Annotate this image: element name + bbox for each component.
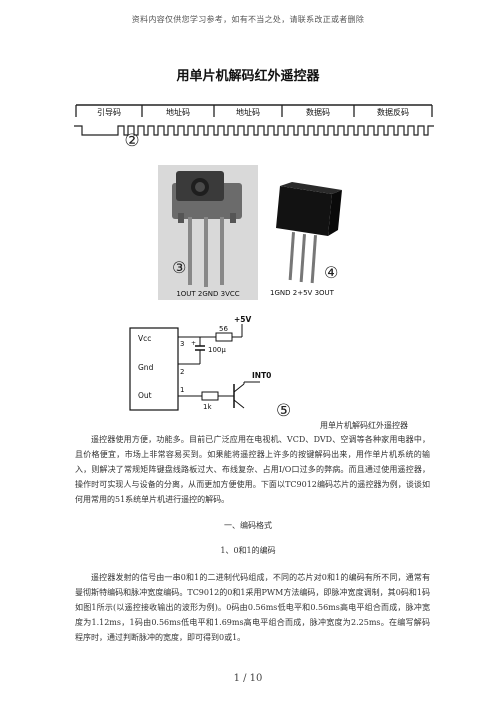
page-title: 用单片机解码红外遥控器 (176, 69, 320, 84)
waveform-diagram: 引导码 地址码 地址码 数据码 数据反码 ② (74, 104, 434, 148)
r2-label: 1k (203, 403, 212, 411)
waveform-pulse-train (74, 125, 434, 136)
waveform-label-lead: 引导码 (97, 108, 121, 117)
cap-label: 100μ (208, 346, 226, 354)
circuit-schematic: Vcc Gnd Out 3 56 +5V + 100μ 2 1 1k INT0 … (129, 315, 291, 421)
receiver-module-box (129, 327, 179, 411)
pin3-label: 3 (180, 340, 184, 348)
int-label: INT0 (252, 371, 271, 380)
r1-label: 56 (219, 325, 228, 333)
resistor-56 (215, 332, 233, 342)
photo1-marker: ③ (172, 258, 186, 277)
ir-receiver-photo-1: ③ 1OUT 2GND 3VCC (158, 165, 258, 300)
photo1-pin-text: 1OUT 2GND 3VCC (176, 290, 239, 298)
cap-plus: + (191, 340, 196, 347)
waveform-label-address1: 地址码 (166, 107, 190, 117)
supply-label: +5V (234, 315, 252, 324)
ir-receiver-photo-2: ④ 1GND 2+5V 3OUT (270, 182, 342, 297)
photo2-marker: ④ (324, 263, 338, 282)
waveform-label-data: 数据码 (306, 107, 330, 117)
waveform-label-address2: 地址码 (236, 107, 260, 117)
page-number: 1 / 10 (233, 673, 263, 684)
waveform-separators (75, 105, 433, 117)
header-note: 资料内容仅供您学习参考，如有不当之处，请联系改正或者删除 (131, 15, 365, 24)
coding-paragraph: 遥控器发射的信号由一串0和1的二进制代码组成，不同的芯片对0和1的编码有所不同，… (75, 573, 430, 642)
resistor-1k (201, 391, 219, 401)
figure-caption: 用单片机解码红外遥控器 (320, 421, 408, 430)
pin2-label: 2 (180, 368, 184, 376)
photo2-pin-text: 1GND 2+5V 3OUT (270, 289, 335, 297)
section-heading-encoding: 一、编码格式 (224, 521, 272, 530)
vcc-label: Vcc (138, 334, 151, 343)
gnd-label: Gnd (138, 363, 154, 372)
pin1-label: 1 (180, 386, 184, 394)
circuit-marker: ⑤ (276, 401, 291, 421)
waveform-label-data-inverse: 数据反码 (377, 107, 409, 117)
waveform-marker: ② (124, 131, 139, 148)
subsection-heading-01: 1、0和1的编码 (220, 546, 276, 555)
out-label: Out (138, 391, 152, 400)
intro-paragraph: 遥控器使用方便，功能多。目前已广泛应用在电视机、VCD、DVD、空调等各种家用电… (75, 435, 430, 504)
